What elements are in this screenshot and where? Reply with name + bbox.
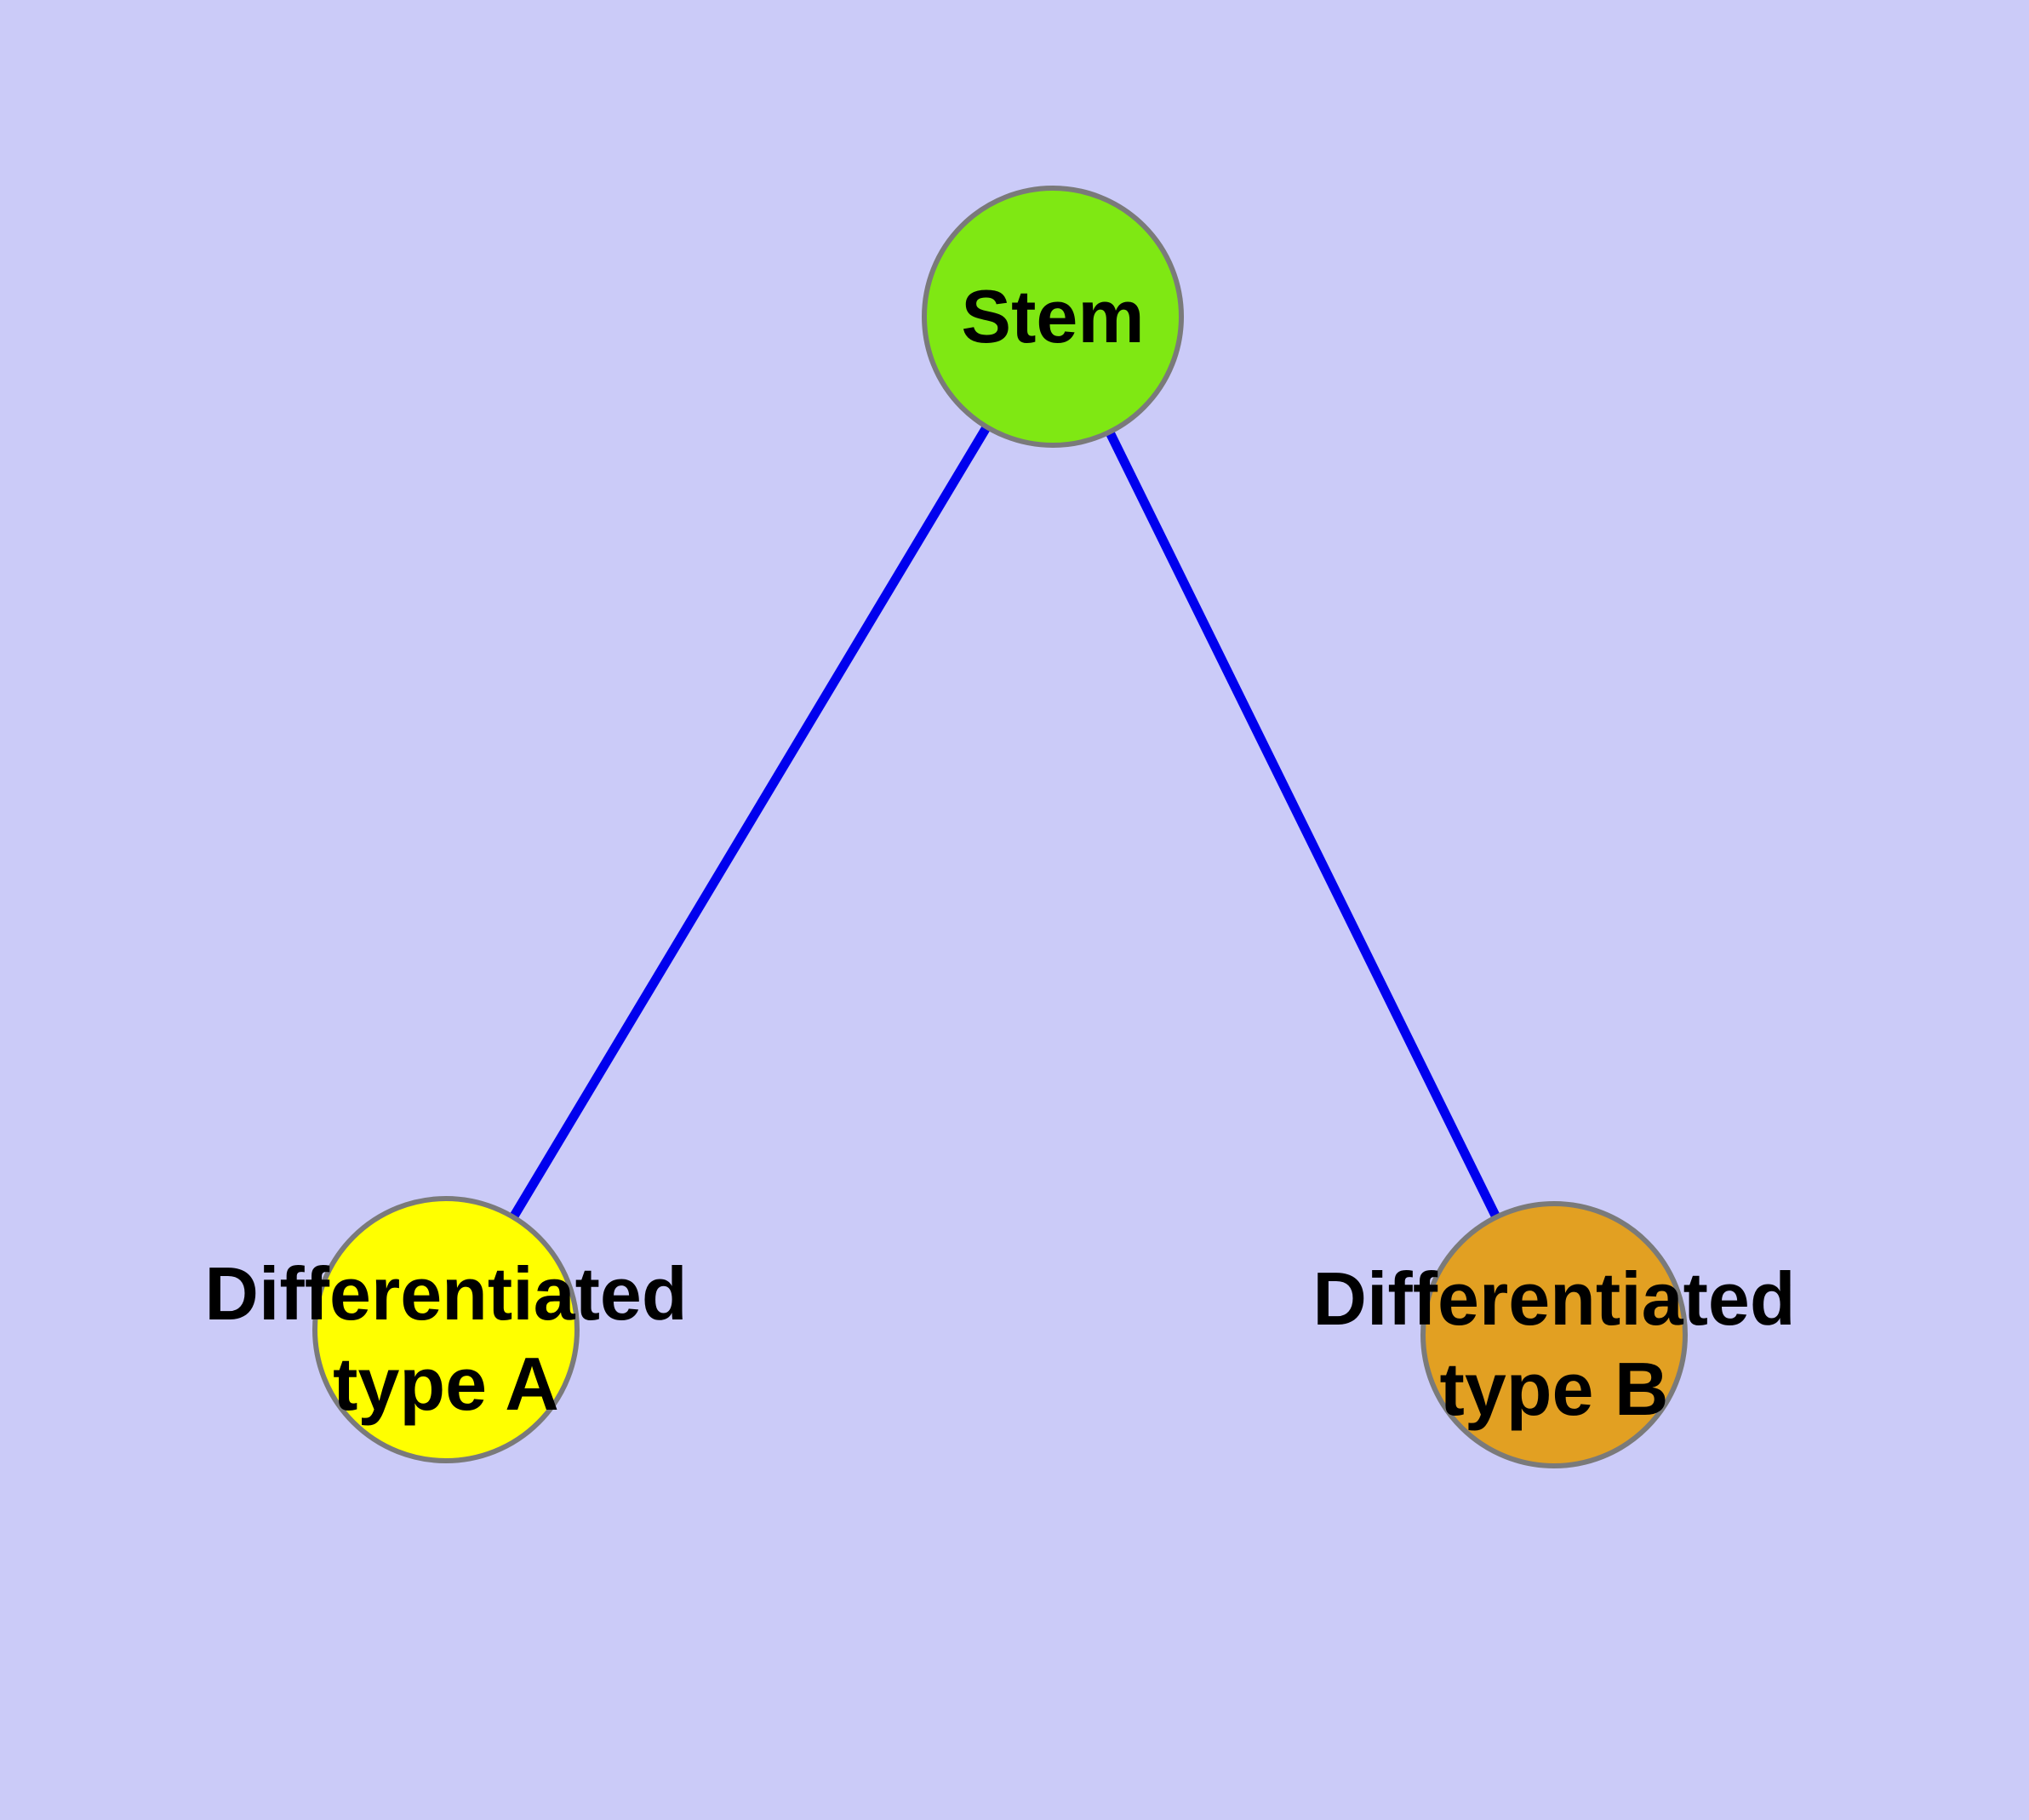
- node-label-line: type B: [1440, 1347, 1669, 1431]
- node-differentiated-type-b: [1420, 1201, 1688, 1468]
- node-label-stem: Stem: [961, 274, 1144, 358]
- node-stem: [922, 186, 1184, 448]
- node-label-line: Stem: [961, 274, 1144, 358]
- node-label-line: Differentiated: [204, 1251, 687, 1336]
- node-label-line: Differentiated: [1312, 1256, 1795, 1341]
- edge-stem-to-differentiated-type-a: [442, 314, 1057, 1332]
- node-label-line: type A: [333, 1342, 559, 1426]
- node-differentiated-type-a: [312, 1196, 580, 1463]
- edge-stem-to-differentiated-type-b: [1049, 314, 1558, 1337]
